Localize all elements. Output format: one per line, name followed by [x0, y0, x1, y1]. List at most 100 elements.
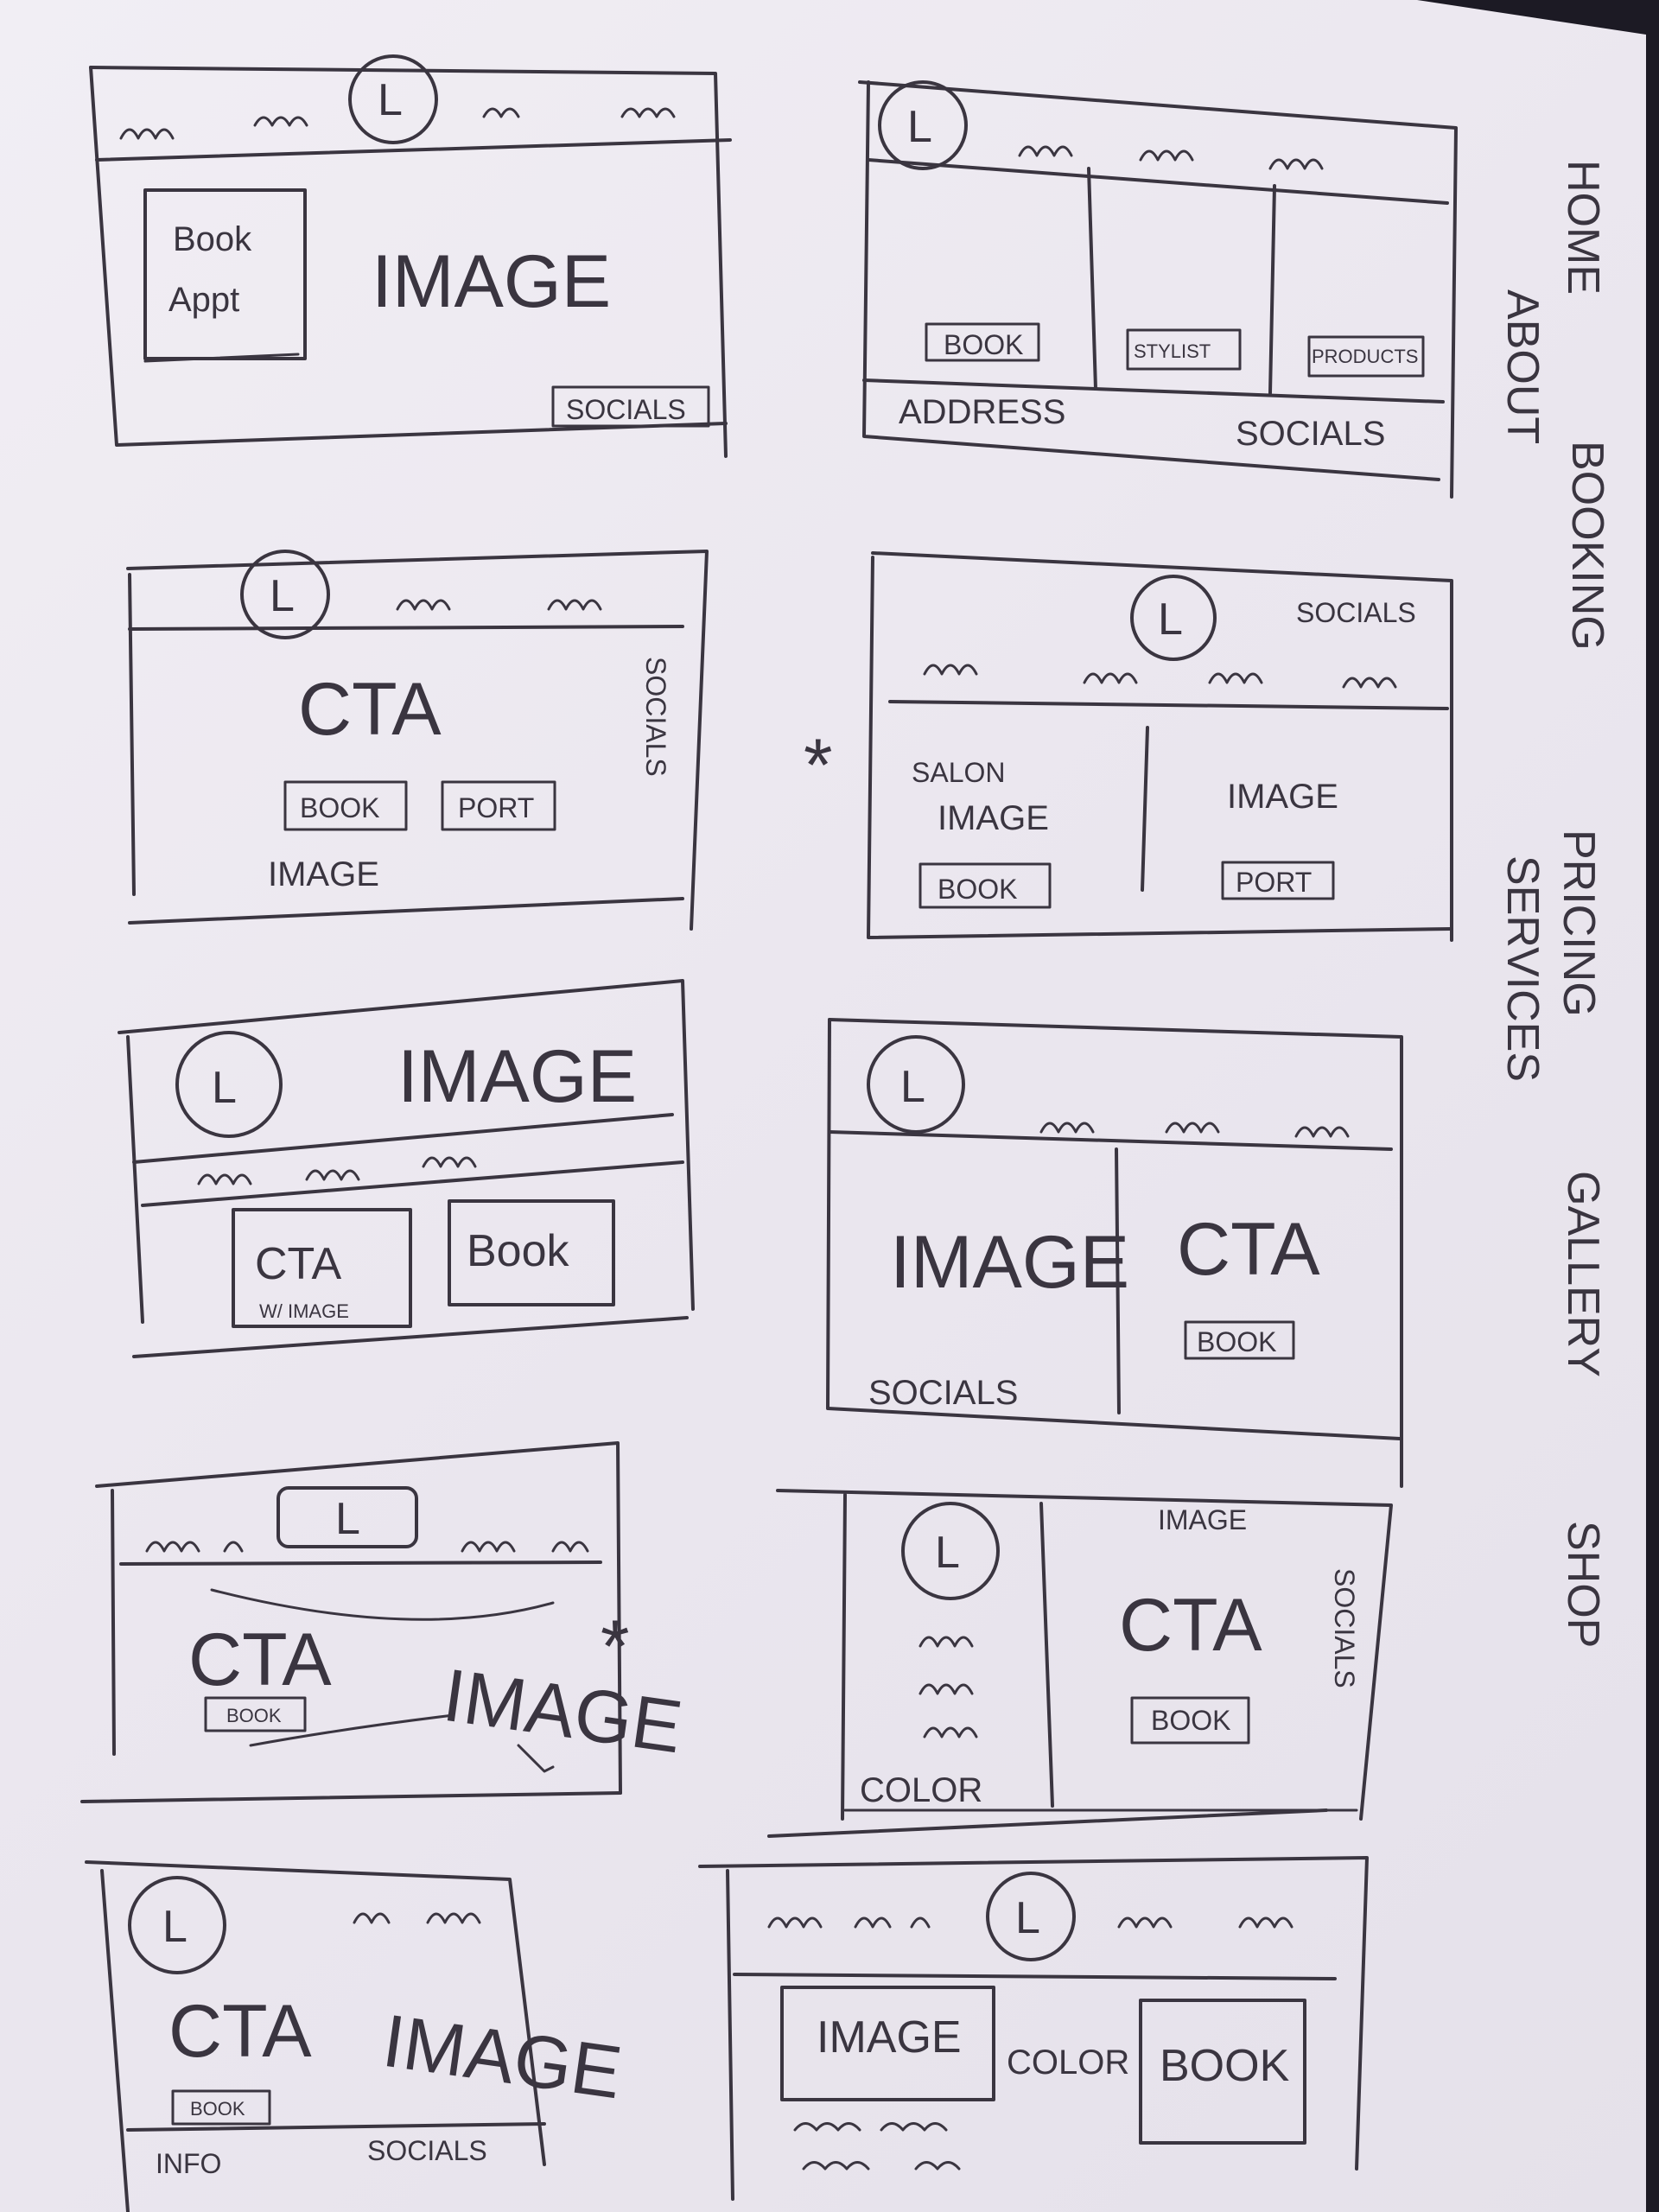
cta-label: CTA	[168, 1990, 312, 2073]
logo-circle	[901, 1502, 1000, 1600]
cta-label: CTA	[1177, 1208, 1320, 1291]
logo-circle	[128, 1876, 226, 1974]
book-label: Book	[467, 1226, 570, 1276]
sketch-3: L CTA BOOK PORT IMAGE SOCIALS	[126, 550, 709, 931]
image-box	[780, 1986, 995, 2101]
socials-label: SOCIALS	[1236, 415, 1385, 453]
products-label: PRODUCTS	[1312, 346, 1418, 367]
socials-label: SOCIALS	[566, 394, 686, 425]
book-label: BOOK	[1197, 1326, 1276, 1357]
socials-label: SOCIALS	[868, 1374, 1018, 1412]
sketch-4: L SOCIALS SALON IMAGE IMAGE BOOK PORT *	[804, 551, 1453, 942]
book-box[interactable]	[1130, 1696, 1250, 1745]
page-home: HOME	[1558, 160, 1608, 295]
image-label: IMAGE	[1227, 778, 1338, 816]
products-box[interactable]	[1307, 335, 1425, 378]
cta-label: CTA	[255, 1239, 341, 1289]
image-label: IMAGE	[268, 855, 379, 893]
sketch-6: L IMAGE CTA BOOK SOCIALS	[826, 1018, 1403, 1488]
cta-box[interactable]	[232, 1208, 412, 1328]
logo-circle	[867, 1035, 965, 1134]
logo-circle	[878, 80, 968, 170]
page-list: HOME ABOUT BOOKING PRICING SERVICES GALL…	[1497, 160, 1612, 1648]
book-box[interactable]	[448, 1199, 615, 1306]
image-label: IMAGE	[378, 1999, 626, 2115]
sketch-5: L IMAGE CTA W/ IMAGE Book	[118, 979, 695, 1358]
book-label: BOOK	[190, 2098, 245, 2120]
logo-circle	[986, 1872, 1076, 1961]
page-pricing: PRICING	[1554, 830, 1604, 1017]
cta-sub-label: W/ IMAGE	[259, 1300, 349, 1322]
logo-letter: L	[907, 102, 932, 152]
logo-letter: L	[1158, 594, 1183, 645]
sketch-2: L BOOK STYLIST PRODUCTS ADDRESS SOCIALS	[858, 80, 1458, 499]
address-label: ADDRESS	[899, 393, 1065, 431]
page-shop: SHOP	[1558, 1521, 1608, 1648]
star-mark: *	[804, 724, 832, 807]
logo-letter: L	[270, 571, 295, 621]
color-label: COLOR	[1007, 2044, 1129, 2082]
page-booking: BOOKING	[1562, 441, 1612, 651]
logo-circle	[1130, 575, 1217, 661]
socials-label: SOCIALS	[367, 2135, 487, 2166]
image-label: IMAGE	[372, 240, 611, 323]
port-label: PORT	[1236, 867, 1312, 898]
book-box[interactable]	[171, 2089, 271, 2126]
stylist-box[interactable]	[1126, 328, 1242, 371]
socials-vertical: SOCIALS	[1329, 1568, 1360, 1688]
logo-letter: L	[335, 1494, 360, 1544]
book-label: BOOK	[944, 329, 1023, 360]
salon-image-text-1: SALON	[912, 757, 1005, 788]
socials-label: SOCIALS	[1296, 597, 1416, 628]
logo-circle	[240, 550, 330, 639]
book-appt-text-1: Book	[173, 220, 252, 258]
logo-letter: L	[900, 1062, 925, 1112]
socials-vertical: SOCIALS	[640, 657, 671, 777]
logo-circle	[175, 1031, 283, 1138]
star-mark: *	[601, 1605, 629, 1688]
port-box[interactable]	[1221, 861, 1335, 900]
stylist-label: STYLIST	[1134, 340, 1211, 362]
page-about: ABOUT	[1497, 289, 1548, 444]
cta-label: CTA	[188, 1618, 332, 1701]
page-services: SERVICES	[1497, 855, 1548, 1082]
cta-label: CTA	[298, 668, 442, 751]
sketch-9: L CTA IMAGE BOOK INFO SOCIALS	[85, 1860, 626, 2212]
book-appt-box[interactable]	[143, 188, 307, 360]
book-appt-text-2: Appt	[168, 281, 239, 319]
image-label: IMAGE	[890, 1221, 1129, 1304]
sketch-1: L Book Appt IMAGE SOCIALS	[89, 54, 732, 458]
logo-box	[276, 1486, 418, 1548]
cta-label: CTA	[1119, 1584, 1262, 1667]
sketch-8: L COLOR IMAGE CTA BOOK SOCIALS	[767, 1489, 1393, 1838]
book-label: BOOK	[1151, 1705, 1230, 1736]
book-box[interactable]	[1184, 1320, 1295, 1360]
book-box[interactable]	[283, 780, 408, 831]
book-label: BOOK	[938, 874, 1017, 905]
book-box[interactable]	[918, 862, 1052, 909]
sketch-10: L IMAGE COLOR BOOK	[698, 1856, 1369, 2201]
book-label: BOOK	[1160, 2041, 1290, 2091]
port-box[interactable]	[441, 780, 556, 831]
port-label: PORT	[458, 792, 534, 823]
book-box[interactable]	[204, 1696, 307, 1732]
socials-box[interactable]	[551, 385, 710, 428]
salon-image-text-2: IMAGE	[938, 799, 1049, 837]
color-label: COLOR	[860, 1771, 982, 1809]
logo-letter: L	[1015, 1893, 1040, 1943]
book-label: BOOK	[226, 1705, 282, 1726]
sketch-7: L CTA BOOK IMAGE *	[80, 1441, 687, 1803]
info-label: INFO	[156, 2148, 221, 2179]
image-label: IMAGE	[1158, 1504, 1247, 1535]
logo-letter: L	[378, 75, 403, 125]
logo-letter: L	[935, 1528, 960, 1578]
logo-letter: L	[162, 1902, 188, 1952]
image-label: IMAGE	[438, 1654, 687, 1770]
logo-circle	[348, 54, 438, 144]
logo-letter: L	[212, 1063, 237, 1113]
book-box[interactable]	[1139, 1999, 1306, 2145]
book-box[interactable]	[925, 322, 1040, 362]
page-gallery: GALLERY	[1558, 1171, 1608, 1377]
